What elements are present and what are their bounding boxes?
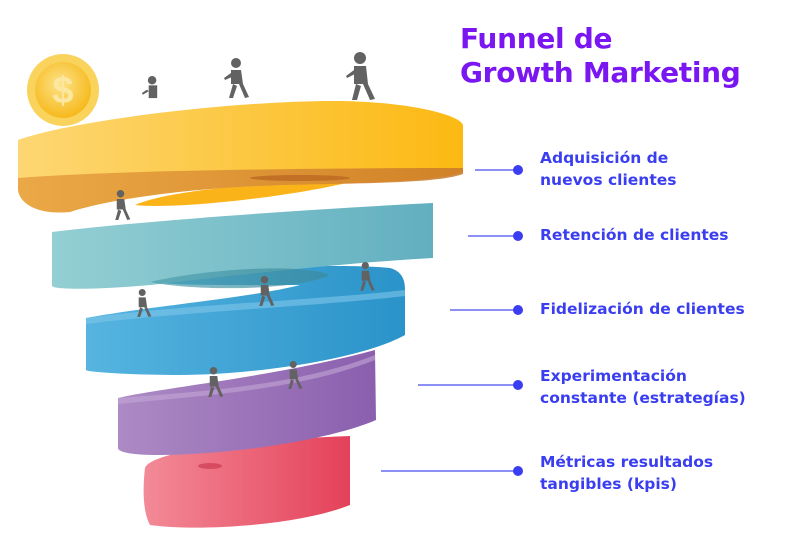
funnel-band-fidelizacion — [86, 265, 405, 375]
stage-label-retencion: Retención de clientes — [540, 224, 729, 246]
walking-person-icon — [115, 190, 131, 220]
stage-label-line: Retención de clientes — [540, 226, 729, 244]
walking-person-icon — [346, 52, 375, 100]
title-line-2: Growth Marketing — [460, 56, 741, 89]
dollar-coin-icon: $ — [27, 54, 99, 126]
connector-dot — [513, 380, 523, 390]
stage-label-line: constante (estrategías) — [540, 389, 746, 407]
stage-label-line: nuevos clientes — [540, 171, 677, 189]
connector-line — [475, 169, 517, 171]
connector-line — [418, 384, 517, 386]
connector-line — [381, 470, 517, 472]
stage-label-metricas: Métricas resultados tangibles (kpis) — [540, 451, 713, 495]
connector-dot — [513, 165, 523, 175]
funnel-band-retencion — [52, 203, 433, 289]
stage-label-line: Adquisición de — [540, 149, 669, 167]
connector-line — [468, 235, 517, 237]
walking-person-icon — [360, 262, 375, 291]
walking-person-icon — [224, 58, 249, 98]
stage-label-fidelizacion: Fidelización de clientes — [540, 298, 745, 320]
walking-person-icon — [208, 367, 224, 397]
connector-dot — [513, 305, 523, 315]
stage-label-line: Métricas resultados — [540, 453, 714, 471]
connector-line — [450, 309, 517, 311]
stage-label-line: Fidelización de clientes — [540, 300, 745, 318]
walking-person-icon — [137, 289, 152, 317]
connector-dot — [513, 466, 523, 476]
funnel-band-adquisicion — [18, 100, 463, 213]
funnel-band-metricas — [143, 436, 350, 528]
walking-person-icon — [259, 276, 275, 306]
stage-label-line: tangibles (kpis) — [540, 475, 677, 493]
title-line-1: Funnel de — [460, 22, 613, 55]
page-title: Funnel de Growth Marketing — [460, 22, 741, 90]
walking-person-icon — [288, 361, 303, 389]
connector-dot — [513, 231, 523, 241]
walking-person-icon — [141, 76, 158, 99]
funnel-band-experimentacion — [118, 350, 376, 455]
svg-text:$: $ — [52, 70, 73, 112]
stage-label-line: Experimentación — [540, 367, 687, 385]
stage-label-experimentacion: Experimentación constante (estrategías) — [540, 365, 746, 409]
stage-label-adquisicion: Adquisición de nuevos clientes — [540, 147, 676, 191]
